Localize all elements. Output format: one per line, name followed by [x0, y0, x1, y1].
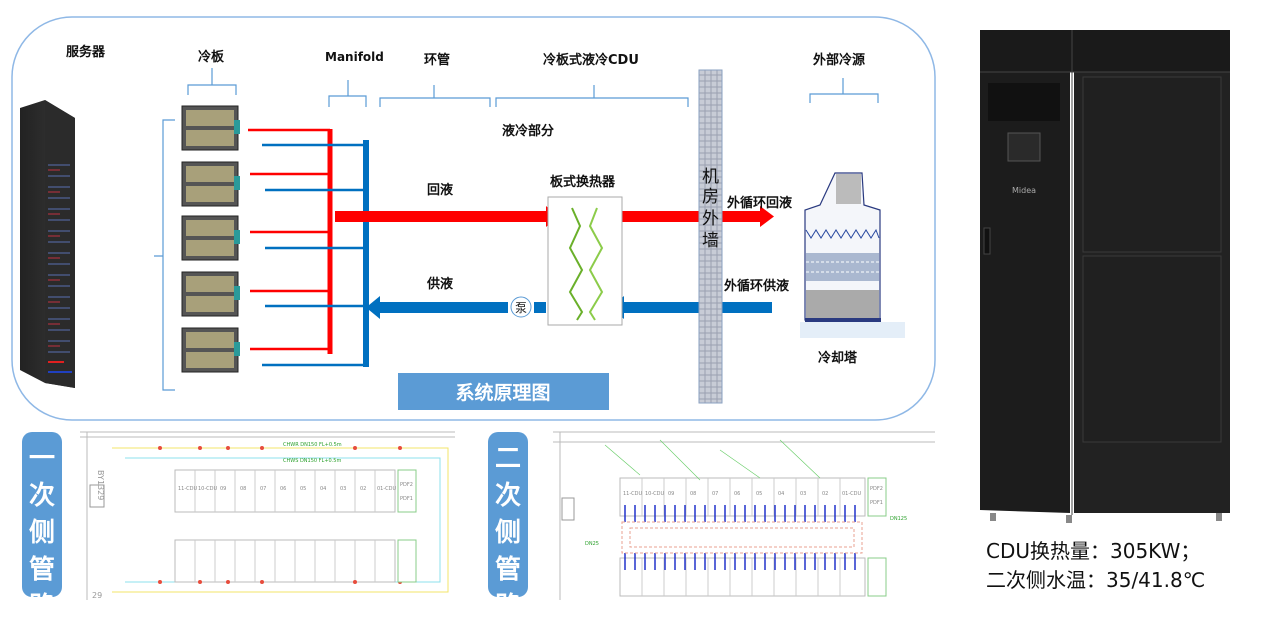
diagram-frame — [11, 16, 936, 421]
cooling-tower — [800, 172, 905, 338]
svg-text:06: 06 — [280, 486, 286, 492]
svg-text:CHWS DN150 FL+0.5m: CHWS DN150 FL+0.5m — [283, 458, 341, 464]
svg-text:DN125: DN125 — [890, 516, 907, 522]
svg-text:11-CDU: 11-CDU — [623, 491, 643, 497]
label-heat-exchanger: 板式换热器 — [550, 174, 616, 190]
svg-text:10-CDU: 10-CDU — [645, 491, 665, 497]
secondary-module-labels: 11-CDU 10-CDU 09 08 07 06 05 04 03 02 01… — [585, 486, 907, 547]
supply-manifold — [262, 140, 369, 367]
svg-text:11-CDU: 11-CDU — [178, 486, 198, 492]
svg-text:机: 机 — [702, 167, 719, 187]
pump: 泵 — [510, 296, 532, 318]
heat-exchanger — [547, 196, 623, 326]
cold-plates — [181, 105, 240, 373]
svg-text:04: 04 — [320, 486, 326, 492]
label-server: 服务器 — [66, 44, 106, 60]
wall-label: 机 房 外 墙 — [702, 167, 719, 251]
brand-logo: Midea — [1012, 186, 1036, 195]
label-return: 回液 — [427, 182, 453, 198]
label-cold-plate: 冷板 — [198, 49, 225, 65]
primary-piping-label: 一次侧管路 — [22, 432, 62, 622]
svg-text:10-CDU: 10-CDU — [198, 486, 218, 492]
svg-text:04: 04 — [778, 491, 784, 497]
svg-text:01-CDU: 01-CDU — [377, 486, 397, 492]
svg-text:09: 09 — [220, 486, 226, 492]
svg-text:06: 06 — [734, 491, 740, 497]
label-external-source: 外部冷源 — [812, 52, 865, 68]
label-manifold: Manifold — [325, 50, 384, 64]
cdu-water-temperature: 二次侧水温：35/41.8℃ — [986, 568, 1206, 592]
label-ext-return: 外循环回液 — [726, 195, 792, 211]
svg-text:PDF1: PDF1 — [400, 496, 413, 502]
svg-text:外: 外 — [702, 209, 719, 229]
diagram-title: 系统原理图 — [455, 381, 550, 404]
label-cooling-tower: 冷却塔 — [818, 350, 858, 366]
label-ext-supply: 外循环供液 — [723, 278, 789, 294]
cdu-heat-capacity: CDU换热量：305KW； — [986, 539, 1201, 563]
cdu-cabinet: Midea — [980, 30, 1230, 523]
svg-text:08: 08 — [240, 486, 246, 492]
svg-text:05: 05 — [756, 491, 762, 497]
label-ring-pipe: 环管 — [424, 52, 450, 68]
svg-text:07: 07 — [712, 491, 718, 497]
svg-text:03: 03 — [340, 486, 346, 492]
diagram-title-box — [398, 373, 609, 410]
svg-text:DN25: DN25 — [585, 541, 599, 547]
pump-label: 泵 — [515, 301, 527, 315]
return-manifold — [248, 128, 333, 354]
primary-piping-drawing: BY1329 29 CHWR DN150 FL+0.5m CHWS DN150 … — [80, 431, 455, 600]
svg-text:墙: 墙 — [702, 231, 719, 251]
svg-text:PDF1: PDF1 — [870, 500, 883, 506]
svg-text:CHWR DN150 FL+0.5m: CHWR DN150 FL+0.5m — [283, 442, 342, 448]
svg-text:01-CDU: 01-CDU — [842, 491, 862, 497]
svg-text:09: 09 — [668, 491, 674, 497]
machine-room-wall — [698, 69, 723, 404]
svg-text:02: 02 — [360, 486, 366, 492]
secondary-piping-drawing — [553, 431, 935, 600]
svg-text:PDF2: PDF2 — [870, 486, 883, 492]
svg-text:03: 03 — [800, 491, 806, 497]
label-cdu: 冷板式液冷CDU — [543, 52, 639, 68]
svg-text:07: 07 — [260, 486, 266, 492]
label-supply: 供液 — [426, 276, 453, 292]
svg-text:08: 08 — [690, 491, 696, 497]
primary-module-labels: 11-CDU 10-CDU 09 08 07 06 05 04 03 02 01… — [178, 482, 413, 502]
svg-text:房: 房 — [702, 187, 719, 207]
svg-text:02: 02 — [822, 491, 828, 497]
svg-text:05: 05 — [300, 486, 306, 492]
svg-text:PDF2: PDF2 — [400, 482, 413, 488]
svg-text:29: 29 — [92, 591, 102, 600]
secondary-piping-label: 二次侧管路 — [488, 432, 528, 622]
server-rack — [20, 100, 75, 388]
label-liquid-section: 液冷部分 — [502, 123, 554, 139]
braces — [154, 68, 879, 391]
